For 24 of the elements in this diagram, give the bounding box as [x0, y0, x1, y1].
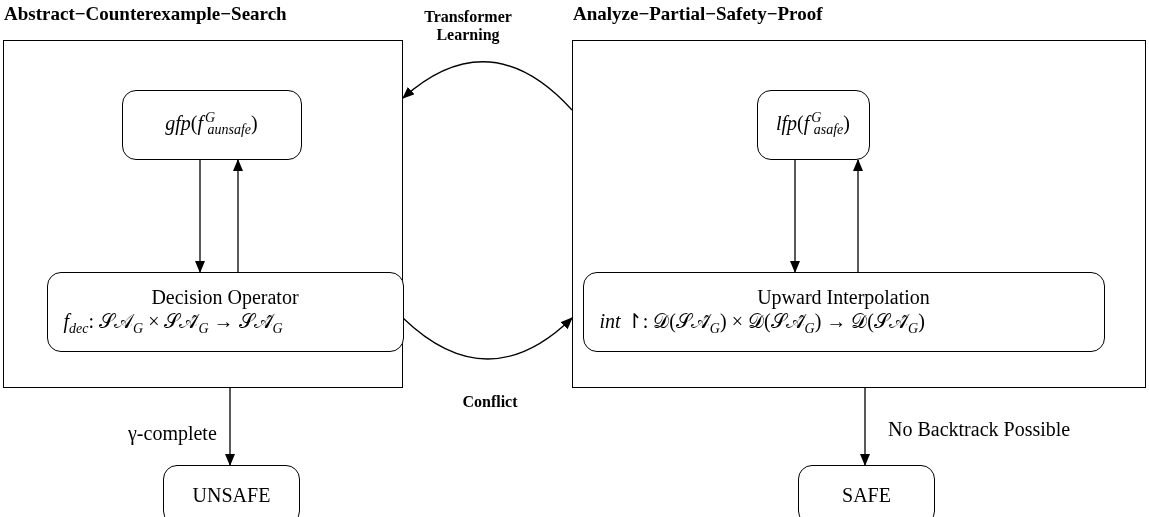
process-box — [121, 89, 302, 160]
arrow — [195, 159, 205, 273]
arrow — [233, 159, 243, 273]
box-label: UNSAFE — [192, 483, 271, 507]
arrow — [402, 61, 573, 111]
formula: int ↾: 𝒟(𝒮𝒜̂$_{G}$) × 𝒟(𝒮𝒜̂$_{G}$) → 𝒟(𝒮𝒜̂$_{G}$) — [598, 309, 925, 338]
box-label: Upward Interpolation — [757, 285, 930, 310]
arrow — [402, 317, 573, 360]
arrow — [225, 387, 235, 466]
arrow — [853, 159, 863, 273]
arrow — [790, 159, 800, 273]
box-label: gfp(f$^{G}$$_{aunsafe}$) — [165, 109, 258, 140]
terminal-box — [798, 465, 935, 517]
process-box — [46, 271, 404, 352]
process-box — [756, 89, 870, 160]
frame-heading: Abstract−Counterexample−Search — [4, 3, 287, 25]
box-label: Decision Operator — [151, 285, 299, 310]
arrow — [860, 387, 870, 466]
frame-heading: Analyze−Partial−Safety−Proof — [573, 3, 823, 25]
formula: f$_{dec}$: 𝒮𝒜$_{G}$ × 𝒮𝒜̂$_{G}$ → 𝒮𝒜̂$_{G}$ — [62, 309, 283, 338]
terminal-box — [163, 465, 300, 517]
box-label: SAFE — [842, 483, 891, 507]
process-box — [582, 271, 1105, 352]
box-label: lfp(f$^{G}$$_{asafe}$) — [776, 109, 850, 140]
